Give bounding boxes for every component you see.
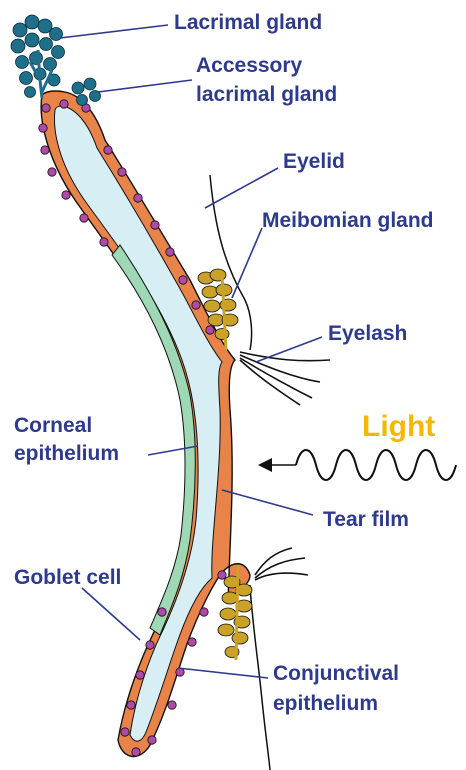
label-lacrimal-gland: Lacrimal gland [174, 11, 322, 34]
label-goblet-cell: Goblet cell [14, 566, 121, 589]
leader-tear-film [222, 490, 313, 515]
label-accessory-line2: lacrimal gland [196, 83, 337, 106]
upper-eyelashes [240, 352, 330, 405]
label-conjunctival-line1: Conjunctival [273, 662, 399, 685]
light-wave [296, 450, 456, 480]
label-tear-film: Tear film [323, 508, 409, 531]
leader-goblet-cell [82, 588, 140, 640]
label-corneal-line1: Corneal [14, 414, 92, 437]
label-meibomian-gland: Meibomian gland [262, 209, 434, 232]
leader-accessory-gland [98, 80, 192, 92]
leader-lacrimal-gland [60, 25, 168, 38]
leader-conjunctival [178, 668, 268, 678]
light-arrow-head [258, 458, 272, 472]
label-light: Light [362, 410, 435, 443]
label-corneal-line2: epithelium [14, 442, 119, 465]
label-eyelash: Eyelash [328, 322, 407, 345]
accessory-lacrimal-gland [72, 78, 101, 106]
lower-eyelashes [255, 548, 308, 580]
lower-meibomian-duct [236, 565, 238, 660]
leader-eyelash [256, 337, 322, 362]
label-conjunctival-line2: epithelium [273, 692, 378, 715]
label-accessory-line1: Accessory [196, 54, 303, 77]
leader-eyelid [205, 168, 278, 208]
leader-meibomian [232, 228, 262, 298]
label-eyelid: Eyelid [283, 150, 345, 173]
